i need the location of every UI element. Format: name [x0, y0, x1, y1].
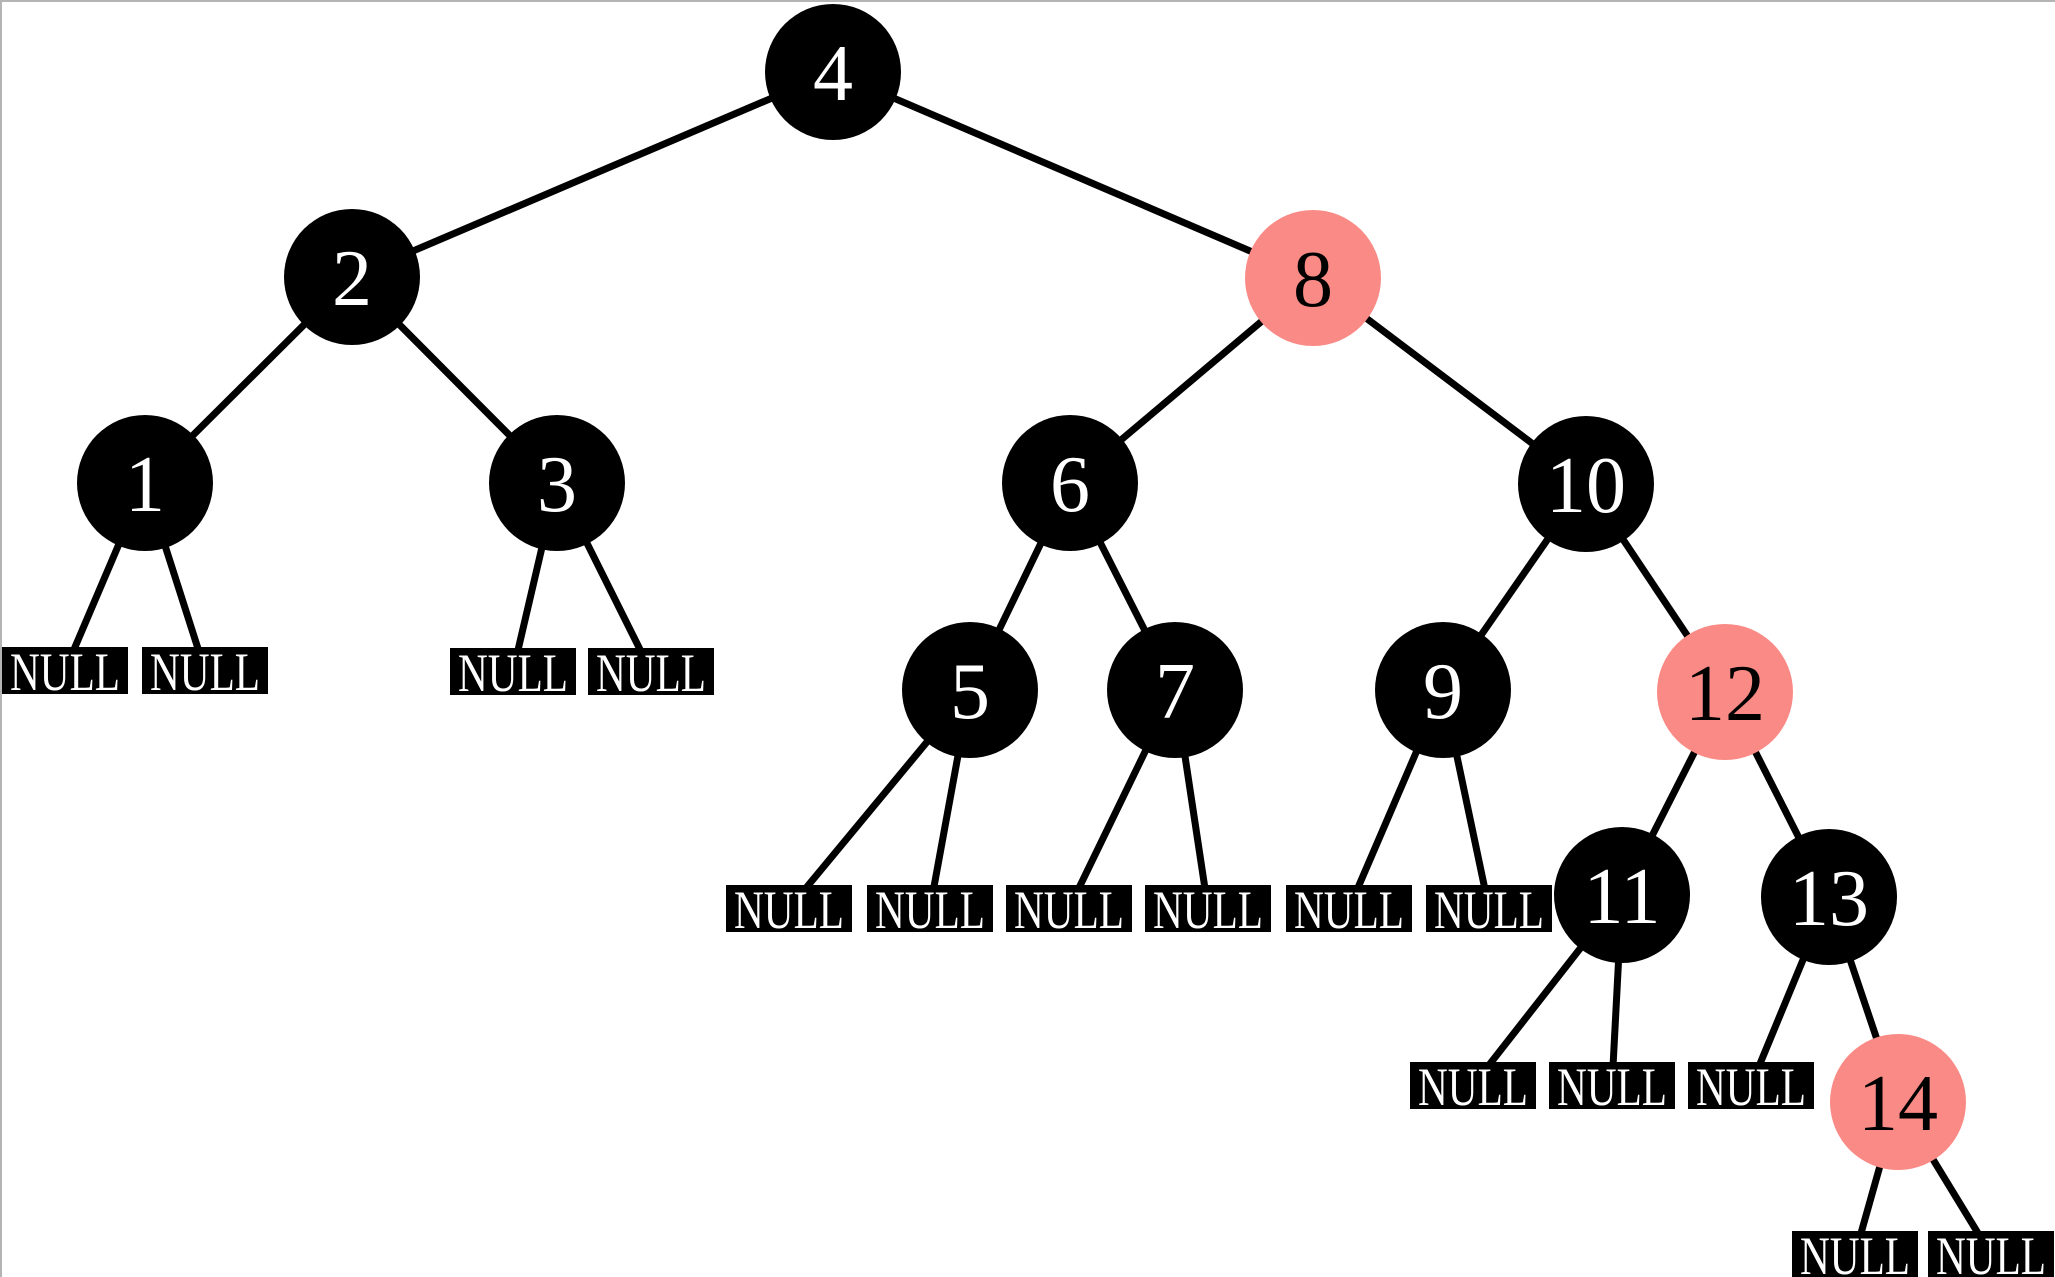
null-label: NULL: [1696, 1057, 1806, 1117]
black-node-circle: [1761, 829, 1897, 965]
black-node-circle: [1002, 415, 1138, 551]
tree-node-11: 11: [1554, 827, 1690, 963]
tree-node-12: 12: [1657, 624, 1793, 760]
node-value-label: 1: [125, 441, 165, 529]
null-leaf: NULL: [1426, 880, 1552, 940]
null-leaf: NULL: [1688, 1057, 1814, 1117]
null-label: NULL: [10, 642, 120, 702]
null-label: NULL: [458, 643, 568, 703]
node-value-label: 2: [332, 235, 372, 323]
null-box: [588, 648, 714, 695]
null-label: NULL: [596, 643, 706, 703]
tree-node-13: 13: [1761, 829, 1897, 965]
null-leaf: NULL: [1145, 880, 1271, 940]
node-value-label: 12: [1685, 650, 1765, 738]
tree-node-1: 1: [77, 415, 213, 551]
node-value-label: 13: [1789, 855, 1869, 943]
null-label: NULL: [1294, 880, 1404, 940]
null-box: [1688, 1062, 1814, 1109]
null-leaf: NULL: [1928, 1226, 2054, 1277]
null-label: NULL: [875, 880, 985, 940]
node-value-label: 8: [1293, 236, 1333, 324]
black-node-circle: [1554, 827, 1690, 963]
null-leaf: NULL: [450, 643, 576, 703]
null-leaf-layer: NULL NULL NULL NULL NULL NULL NULL NULL NULL NULL…: [2, 642, 2054, 1277]
null-box: [867, 885, 993, 932]
tree-node-14: 14: [1830, 1034, 1966, 1170]
null-box: [1426, 885, 1552, 932]
null-box: [1928, 1231, 2054, 1277]
node-value-label: 6: [1050, 441, 1090, 529]
black-node-circle: [1375, 622, 1511, 758]
red-node-circle: [1830, 1034, 1966, 1170]
null-leaf: NULL: [142, 642, 268, 702]
black-node-circle: [1107, 622, 1243, 758]
null-leaf: NULL: [867, 880, 993, 940]
tree-node-2: 2: [284, 209, 420, 345]
node-value-label: 10: [1546, 442, 1626, 530]
node-value-label: 14: [1858, 1060, 1938, 1148]
node-value-label: 3: [537, 441, 577, 529]
null-label: NULL: [1557, 1057, 1667, 1117]
black-node-circle: [77, 415, 213, 551]
null-label: NULL: [734, 880, 844, 940]
null-label: NULL: [1014, 880, 1124, 940]
black-node-circle: [489, 415, 625, 551]
tree-node-6: 6: [1002, 415, 1138, 551]
null-label: NULL: [1936, 1226, 2046, 1277]
red-node-circle: [1245, 210, 1381, 346]
null-box: [142, 647, 268, 694]
tree-node-9: 9: [1375, 622, 1511, 758]
null-box: [1549, 1062, 1675, 1109]
null-label: NULL: [1418, 1057, 1528, 1117]
black-node-circle: [902, 622, 1038, 758]
null-leaf: NULL: [1410, 1057, 1536, 1117]
null-leaf: NULL: [726, 880, 852, 940]
black-node-circle: [1518, 416, 1654, 552]
null-box: [1410, 1062, 1536, 1109]
edge-4-2: [350, 68, 835, 281]
node-value-label: 7: [1155, 648, 1195, 736]
red-node-circle: [1657, 624, 1793, 760]
null-box: [1006, 885, 1132, 932]
null-label: NULL: [1800, 1226, 1910, 1277]
null-box: [1792, 1231, 1918, 1277]
null-label: NULL: [1434, 880, 1544, 940]
null-label: NULL: [1153, 880, 1263, 940]
null-box: [1145, 885, 1271, 932]
tree-node-7: 7: [1107, 622, 1243, 758]
edge-4-8: [831, 68, 1315, 282]
node-value-label: 4: [813, 30, 853, 118]
null-leaf: NULL: [1006, 880, 1132, 940]
null-leaf: NULL: [1549, 1057, 1675, 1117]
tree-node-8: 8: [1245, 210, 1381, 346]
tree-node-4: 4: [765, 4, 901, 140]
tree-node-5: 5: [902, 622, 1038, 758]
null-leaf: NULL: [1286, 880, 1412, 940]
null-box: [1286, 885, 1412, 932]
tree-node-10: 10: [1518, 416, 1654, 552]
null-box: [726, 885, 852, 932]
null-leaf: NULL: [1792, 1226, 1918, 1277]
node-value-label: 9: [1423, 648, 1463, 736]
null-leaf: NULL: [2, 642, 128, 702]
node-value-label: 5: [950, 648, 990, 736]
null-box: [450, 648, 576, 695]
tree-node-3: 3: [489, 415, 625, 551]
black-node-circle: [284, 209, 420, 345]
null-box: [2, 647, 128, 694]
black-node-circle: [765, 4, 901, 140]
node-value-label: 11: [1583, 853, 1660, 941]
null-leaf: NULL: [588, 643, 714, 703]
null-label: NULL: [150, 642, 260, 702]
